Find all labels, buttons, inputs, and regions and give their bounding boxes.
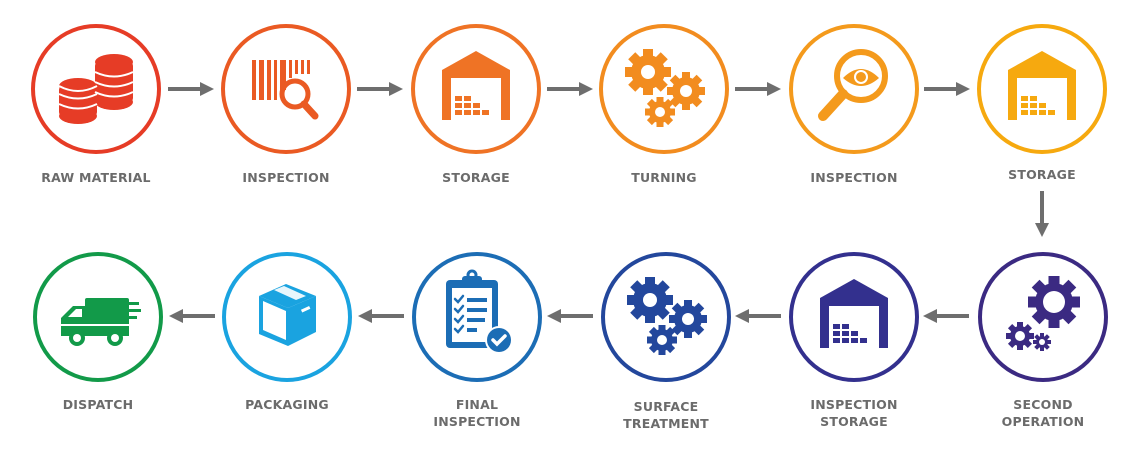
barcode-magnifier-icon [252, 60, 319, 120]
arrow-left-icon [169, 309, 215, 323]
arrow-right-icon [357, 82, 403, 96]
gears-icon [1006, 276, 1080, 351]
step-label: PACKAGING [245, 397, 329, 412]
arrow-right [357, 81, 405, 97]
step-inspection [221, 24, 351, 154]
arrow-right [547, 81, 595, 97]
step-inspection-2 [789, 24, 919, 154]
step-second-operation [978, 252, 1108, 382]
step-label: RAW MATERIAL [41, 170, 151, 185]
delivery-truck-icon [61, 298, 141, 346]
label-line: SURFACE [633, 399, 699, 414]
arrow-left [733, 308, 781, 324]
label-line: TREATMENT [623, 416, 709, 431]
label-line: INSPECTION [433, 414, 521, 429]
gears-icon [627, 277, 707, 355]
arrow-right-icon [547, 82, 593, 96]
label-line: OPERATION [1001, 414, 1085, 429]
arrow-right [924, 81, 972, 97]
arrow-left [921, 308, 969, 324]
label-line: SECOND [1013, 397, 1073, 412]
label-line: FINAL [455, 397, 499, 412]
warehouse-icon [442, 51, 510, 120]
warehouse-icon [1008, 51, 1076, 120]
gears-icon [625, 49, 705, 127]
box-icon [259, 284, 316, 346]
step-label: DISPATCH [62, 397, 134, 412]
arrow-left [545, 308, 593, 324]
step-label: INSPECTION [810, 170, 898, 185]
arrow-down-icon [1035, 191, 1049, 237]
arrow-right-icon [168, 82, 214, 96]
arrow-right [735, 81, 783, 97]
step-storage-2 [977, 24, 1107, 154]
arrow-left-icon [735, 309, 781, 323]
coins-stack-icon [58, 54, 134, 124]
step-raw-material [31, 24, 161, 154]
step-label-final-inspection: FINAL INSPECTION [397, 396, 557, 430]
arrow-down [1034, 191, 1050, 239]
step-label: INSPECTION [242, 170, 330, 185]
arrow-left [356, 308, 404, 324]
label-line: INSPECTION [810, 397, 898, 412]
step-packaging [222, 252, 352, 382]
step-label: TURNING [631, 170, 697, 185]
arrow-left-icon [923, 309, 969, 323]
arrow-right [168, 81, 216, 97]
step-inspection-storage [789, 252, 919, 382]
arrow-right-icon [735, 82, 781, 96]
step-label-inspection-storage: INSPECTION STORAGE [774, 396, 934, 430]
arrow-left-icon [358, 309, 404, 323]
label-line: STORAGE [820, 414, 888, 429]
arrow-right-icon [924, 82, 970, 96]
step-label-surface-treatment: SURFACE TREATMENT [586, 398, 746, 432]
warehouse-icon [820, 279, 888, 348]
step-label: STORAGE [1008, 167, 1076, 182]
step-turning [599, 24, 729, 154]
step-final-inspection [412, 252, 542, 382]
step-label-second-operation: SECOND OPERATION [963, 396, 1123, 430]
step-dispatch [33, 252, 163, 382]
step-surface-treatment [601, 252, 731, 382]
eye-magnifier-icon [818, 49, 888, 121]
step-label: STORAGE [442, 170, 510, 185]
arrow-left [167, 308, 215, 324]
arrow-left-icon [547, 309, 593, 323]
checklist-clipboard-icon [446, 269, 513, 354]
step-storage [411, 24, 541, 154]
